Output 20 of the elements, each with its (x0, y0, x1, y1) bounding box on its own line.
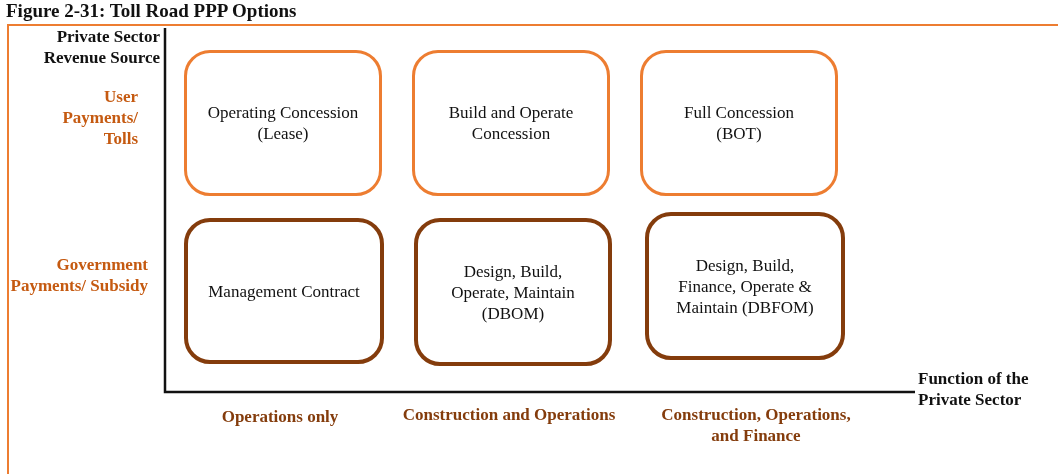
option-box (645, 212, 845, 360)
option-name: Design, Build, Operate, Maintain (DBOM) (450, 260, 576, 324)
column-label: Construction, Operations, and Finance (660, 404, 852, 446)
column-label: Operations only (220, 406, 340, 427)
option-box (184, 218, 384, 364)
option-box (640, 50, 838, 196)
option-name: Management Contract (208, 280, 360, 302)
figure-title: Figure 2-31: Toll Road PPP Options (6, 0, 297, 22)
row-label: User Payments/ Tolls (61, 86, 138, 149)
axis-title: Function of the Private Sector (918, 368, 1030, 410)
option-name: Full Concession (BOT) (682, 102, 795, 144)
option-name: Operating Concession (Lease) (206, 102, 360, 144)
option-box (184, 50, 382, 196)
option-name: Build and Operate Concession (447, 102, 575, 144)
axis-title: Private Sector Revenue Source (42, 26, 160, 68)
row-label: Government Payments/ Subsidy (10, 254, 148, 296)
option-box (414, 218, 612, 366)
column-label: Construction and Operations (401, 404, 617, 425)
option-name: Design, Build, Finance, Operate & Maintain (DBFOM) (675, 254, 815, 318)
option-box (412, 50, 610, 196)
